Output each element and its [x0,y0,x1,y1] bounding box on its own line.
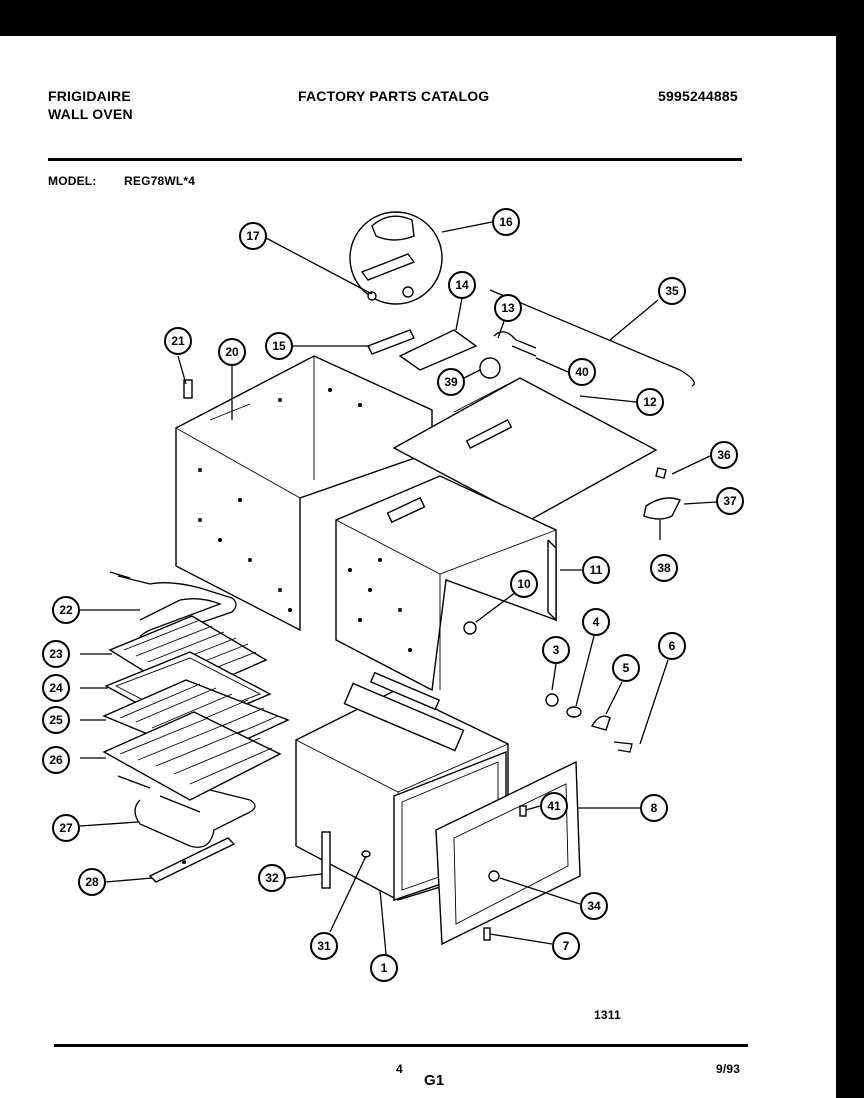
small-hardware-parts [183,211,695,941]
svg-text:6: 6 [669,639,676,653]
svg-text:22: 22 [59,603,73,617]
callout-40: 40 [568,358,596,386]
svg-text:11: 11 [590,563,603,577]
svg-text:8: 8 [651,801,658,815]
callout-6: 6 [658,632,686,660]
catalog-number: 5995244885 [658,88,738,104]
svg-text:23: 23 [49,647,63,661]
footer-rule [54,1044,748,1047]
callout-34: 34 [580,892,608,920]
svg-text:1: 1 [381,961,388,975]
callout-38: 38 [650,554,678,582]
model-label: MODEL: [48,174,97,188]
callout-20: 20 [218,338,246,366]
svg-text:3: 3 [553,643,560,657]
scan-border-right [836,0,864,1098]
svg-text:41: 41 [547,799,561,813]
brand-name: FRIGIDAIRE [48,88,131,104]
callout-bubbles: 17 16 14 13 35 15 21 20 40 39 12 36 37 3… [42,208,744,982]
svg-text:37: 37 [723,494,737,508]
page-number: 4 [396,1062,403,1076]
svg-text:26: 26 [49,753,63,767]
svg-text:27: 27 [59,821,73,835]
callout-13: 13 [494,294,522,322]
svg-text:35: 35 [665,284,679,298]
top-panel-part [392,377,658,521]
revision-date: 9/93 [716,1062,741,1076]
product-name: WALL OVEN [48,106,133,122]
svg-text:20: 20 [225,345,239,359]
callout-14: 14 [448,271,476,299]
header-rule [48,158,742,161]
bake-element-part [134,789,256,848]
callout-37: 37 [716,487,744,515]
bracket-part [148,837,236,883]
oven-body-part [335,475,557,692]
callout-10: 10 [510,570,538,598]
svg-text:4: 4 [593,615,600,629]
svg-text:40: 40 [575,365,589,379]
section-code: G1 [424,1072,445,1089]
callout-16: 16 [492,208,520,236]
callout-28: 28 [78,868,106,896]
callout-5: 5 [612,654,640,682]
callout-15: 15 [265,332,293,360]
callout-22: 22 [52,596,80,624]
oven-rack-lower-part [102,711,282,801]
leader-lines [79,221,717,955]
callout-8: 8 [640,794,668,822]
svg-text:21: 21 [171,334,185,348]
callout-3: 3 [542,636,570,664]
svg-text:10: 10 [517,577,531,591]
callout-35: 35 [658,277,686,305]
callout-21: 21 [164,327,192,355]
callout-12: 12 [636,388,664,416]
callout-7: 7 [552,932,580,960]
svg-text:39: 39 [444,375,458,389]
callout-41: 41 [540,792,568,820]
callout-23: 23 [42,640,70,668]
callout-11: 11 [582,556,610,584]
callout-26: 26 [42,746,70,774]
svg-text:36: 36 [717,448,731,462]
callout-4: 4 [582,608,610,636]
svg-text:34: 34 [587,899,601,913]
svg-text:14: 14 [455,278,469,292]
scan-border-top [0,0,864,36]
svg-text:32: 32 [265,871,279,885]
callout-36: 36 [710,441,738,469]
oven-frame-part [175,355,433,632]
svg-text:5: 5 [623,661,630,675]
svg-text:24: 24 [49,681,63,695]
svg-text:28: 28 [85,875,99,889]
callout-31: 31 [310,932,338,960]
callout-17: 17 [239,222,267,250]
svg-text:12: 12 [643,395,657,409]
svg-text:25: 25 [49,713,63,727]
svg-text:38: 38 [657,561,671,575]
svg-text:15: 15 [272,339,286,353]
callout-32: 32 [258,864,286,892]
callout-24: 24 [42,674,70,702]
svg-text:17: 17 [246,229,260,243]
diagram-number: 1311 [594,1008,621,1022]
model-value: REG78WL*4 [124,174,196,188]
callout-27: 27 [52,814,80,842]
catalog-title: FACTORY PARTS CATALOG [298,88,490,104]
svg-text:16: 16 [499,215,513,229]
svg-text:7: 7 [563,939,570,953]
callout-39: 39 [437,368,465,396]
callout-1: 1 [370,954,398,982]
svg-text:31: 31 [317,939,331,953]
svg-text:13: 13 [501,301,515,315]
callout-25: 25 [42,706,70,734]
